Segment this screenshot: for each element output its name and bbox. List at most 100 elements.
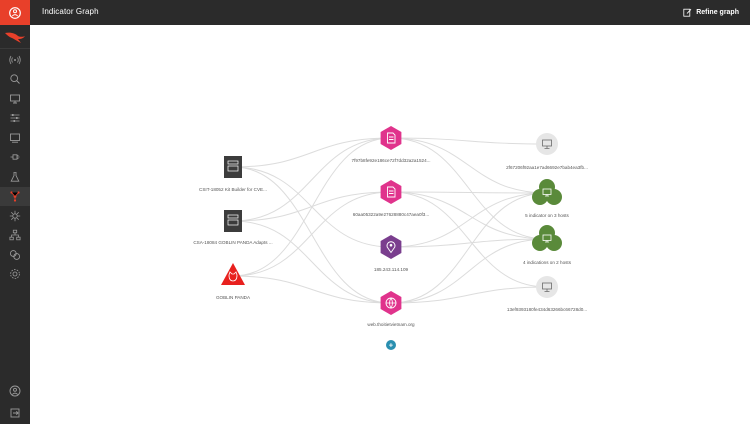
- host-group-node[interactable]: [532, 179, 562, 205]
- report-icon: [224, 210, 242, 232]
- graph-edge: [390, 238, 548, 304]
- expand-graph-button[interactable]: +: [386, 340, 396, 350]
- screen-icon: [10, 133, 20, 143]
- globe-lines: [386, 297, 396, 309]
- sidebar-item-sliders[interactable]: [0, 109, 30, 129]
- graph-edge: [232, 166, 392, 304]
- search-icon: [10, 74, 20, 85]
- indicator-graph: CSIT-18052 Kit Builder for CVE... CSA-180…: [193, 126, 588, 350]
- node-label: CSIT-18052 Kit Builder for CVE...: [199, 187, 267, 192]
- plus-icon: +: [389, 341, 394, 350]
- monitor-stand: [544, 146, 550, 149]
- flask-icon: [10, 171, 20, 182]
- host-group-circle: [539, 225, 555, 241]
- host-node[interactable]: [536, 276, 558, 298]
- location-pin-icon: [386, 241, 396, 254]
- sidebar-item-plug[interactable]: [0, 148, 30, 168]
- sidebar-item-target[interactable]: [0, 206, 30, 226]
- sidebar-item-monitor[interactable]: [0, 89, 30, 109]
- refine-graph-label: Refine graph: [696, 8, 739, 16]
- user-profile-button[interactable]: [0, 380, 30, 402]
- graph-edge: [390, 191, 548, 240]
- graph-edge: [390, 192, 548, 248]
- node-label: 185.243.114.109: [374, 267, 409, 272]
- target-icon: [9, 210, 21, 221]
- graph-edge: [232, 137, 392, 168]
- graph-edge: [390, 137, 548, 240]
- sidebar-item-search[interactable]: [0, 70, 30, 90]
- ip-indicator-node[interactable]: [380, 235, 402, 259]
- alert-icon: [9, 6, 21, 19]
- domain-indicator-node[interactable]: [380, 291, 402, 315]
- sidebar-item-hierarchy[interactable]: [0, 226, 30, 246]
- page-title: Indicator Graph: [42, 7, 99, 16]
- falcon-logo-icon: [5, 32, 25, 43]
- sidebar-item-flask[interactable]: [0, 167, 30, 187]
- logout-icon: [10, 408, 20, 418]
- graph-edge: [232, 137, 392, 277]
- node-label: 7f97b8fe92e186ce72f7dd32a2a1524...: [352, 158, 431, 163]
- expand-circle: [386, 340, 396, 350]
- hierarchy-icon: [9, 230, 21, 241]
- monitor-icon: [10, 94, 20, 104]
- graph-icon: [10, 191, 20, 202]
- graph-edge: [390, 191, 548, 288]
- graph-edge: [232, 191, 392, 277]
- report-line: [227, 160, 239, 165]
- report-line: [227, 219, 239, 226]
- node-label: GOBLIN PANDA: [216, 295, 251, 300]
- graph-edge: [390, 286, 548, 304]
- node-label: CSA-18084 GOBLIN PANDA Adapts ...: [193, 240, 272, 245]
- adversary-node[interactable]: [221, 263, 245, 285]
- notifications-button[interactable]: [0, 0, 30, 25]
- plug-icon: [10, 154, 20, 160]
- monitor-stand: [544, 289, 550, 292]
- monitor-stand: [545, 194, 549, 197]
- graph-edge: [232, 137, 392, 222]
- sliders-icon: [10, 114, 20, 123]
- hash-indicator-node[interactable]: [380, 180, 402, 204]
- graph-edge: [232, 275, 392, 304]
- hash-indicator-node[interactable]: [380, 126, 402, 150]
- broadcast-icon: [9, 55, 21, 64]
- graph-edge: [390, 137, 548, 145]
- indicator-hexagon: [380, 126, 402, 150]
- user-icon: [9, 385, 21, 397]
- logout-button[interactable]: [0, 402, 30, 424]
- graph-edge: [390, 191, 548, 194]
- indicator-hexagon: [380, 180, 402, 204]
- pin-dot: [389, 243, 393, 247]
- report-node[interactable]: [224, 210, 242, 232]
- graph-edge: [390, 192, 548, 304]
- refine-graph-button[interactable]: Refine graph: [683, 5, 739, 19]
- node-label: 4 indications on 2 hosts: [523, 260, 572, 265]
- host-group-circle: [539, 179, 555, 195]
- node-label: 60aa05322a9e27628880c47aea0f3...: [353, 212, 429, 217]
- settings-icon: [10, 269, 20, 280]
- sidebar-item-graph[interactable]: [0, 186, 30, 206]
- sidebar-item-screen[interactable]: [0, 128, 30, 148]
- graph-edge: [390, 137, 548, 194]
- sidebar-item-broadcast[interactable]: [0, 50, 30, 70]
- host-node[interactable]: [536, 133, 558, 155]
- node-label: web.thoitietvietnam.org: [367, 322, 415, 327]
- host-circle: [536, 276, 558, 298]
- sidebar-item-settings[interactable]: [0, 265, 30, 285]
- report-line: [227, 165, 239, 172]
- sidebar-item-circles[interactable]: [0, 245, 30, 265]
- circles-icon: [9, 249, 21, 260]
- edit-icon: [683, 8, 692, 17]
- sidebar: [0, 0, 30, 424]
- host-circle: [536, 133, 558, 155]
- cat-icon: [228, 271, 238, 282]
- host-group-node[interactable]: [532, 225, 562, 251]
- indicator-hexagon: [380, 235, 402, 259]
- falcon-logo[interactable]: [0, 25, 30, 49]
- report-icon: [224, 156, 242, 178]
- monitor-stand: [545, 240, 549, 243]
- top-bar: Indicator Graph Refine graph: [30, 0, 750, 25]
- report-node[interactable]: [224, 156, 242, 178]
- node-label: 13ef9393180fe434d63266bc66728d0...: [507, 307, 587, 312]
- report-line: [227, 214, 239, 219]
- graph-canvas[interactable]: CSIT-18052 Kit Builder for CVE... CSA-180…: [30, 25, 750, 424]
